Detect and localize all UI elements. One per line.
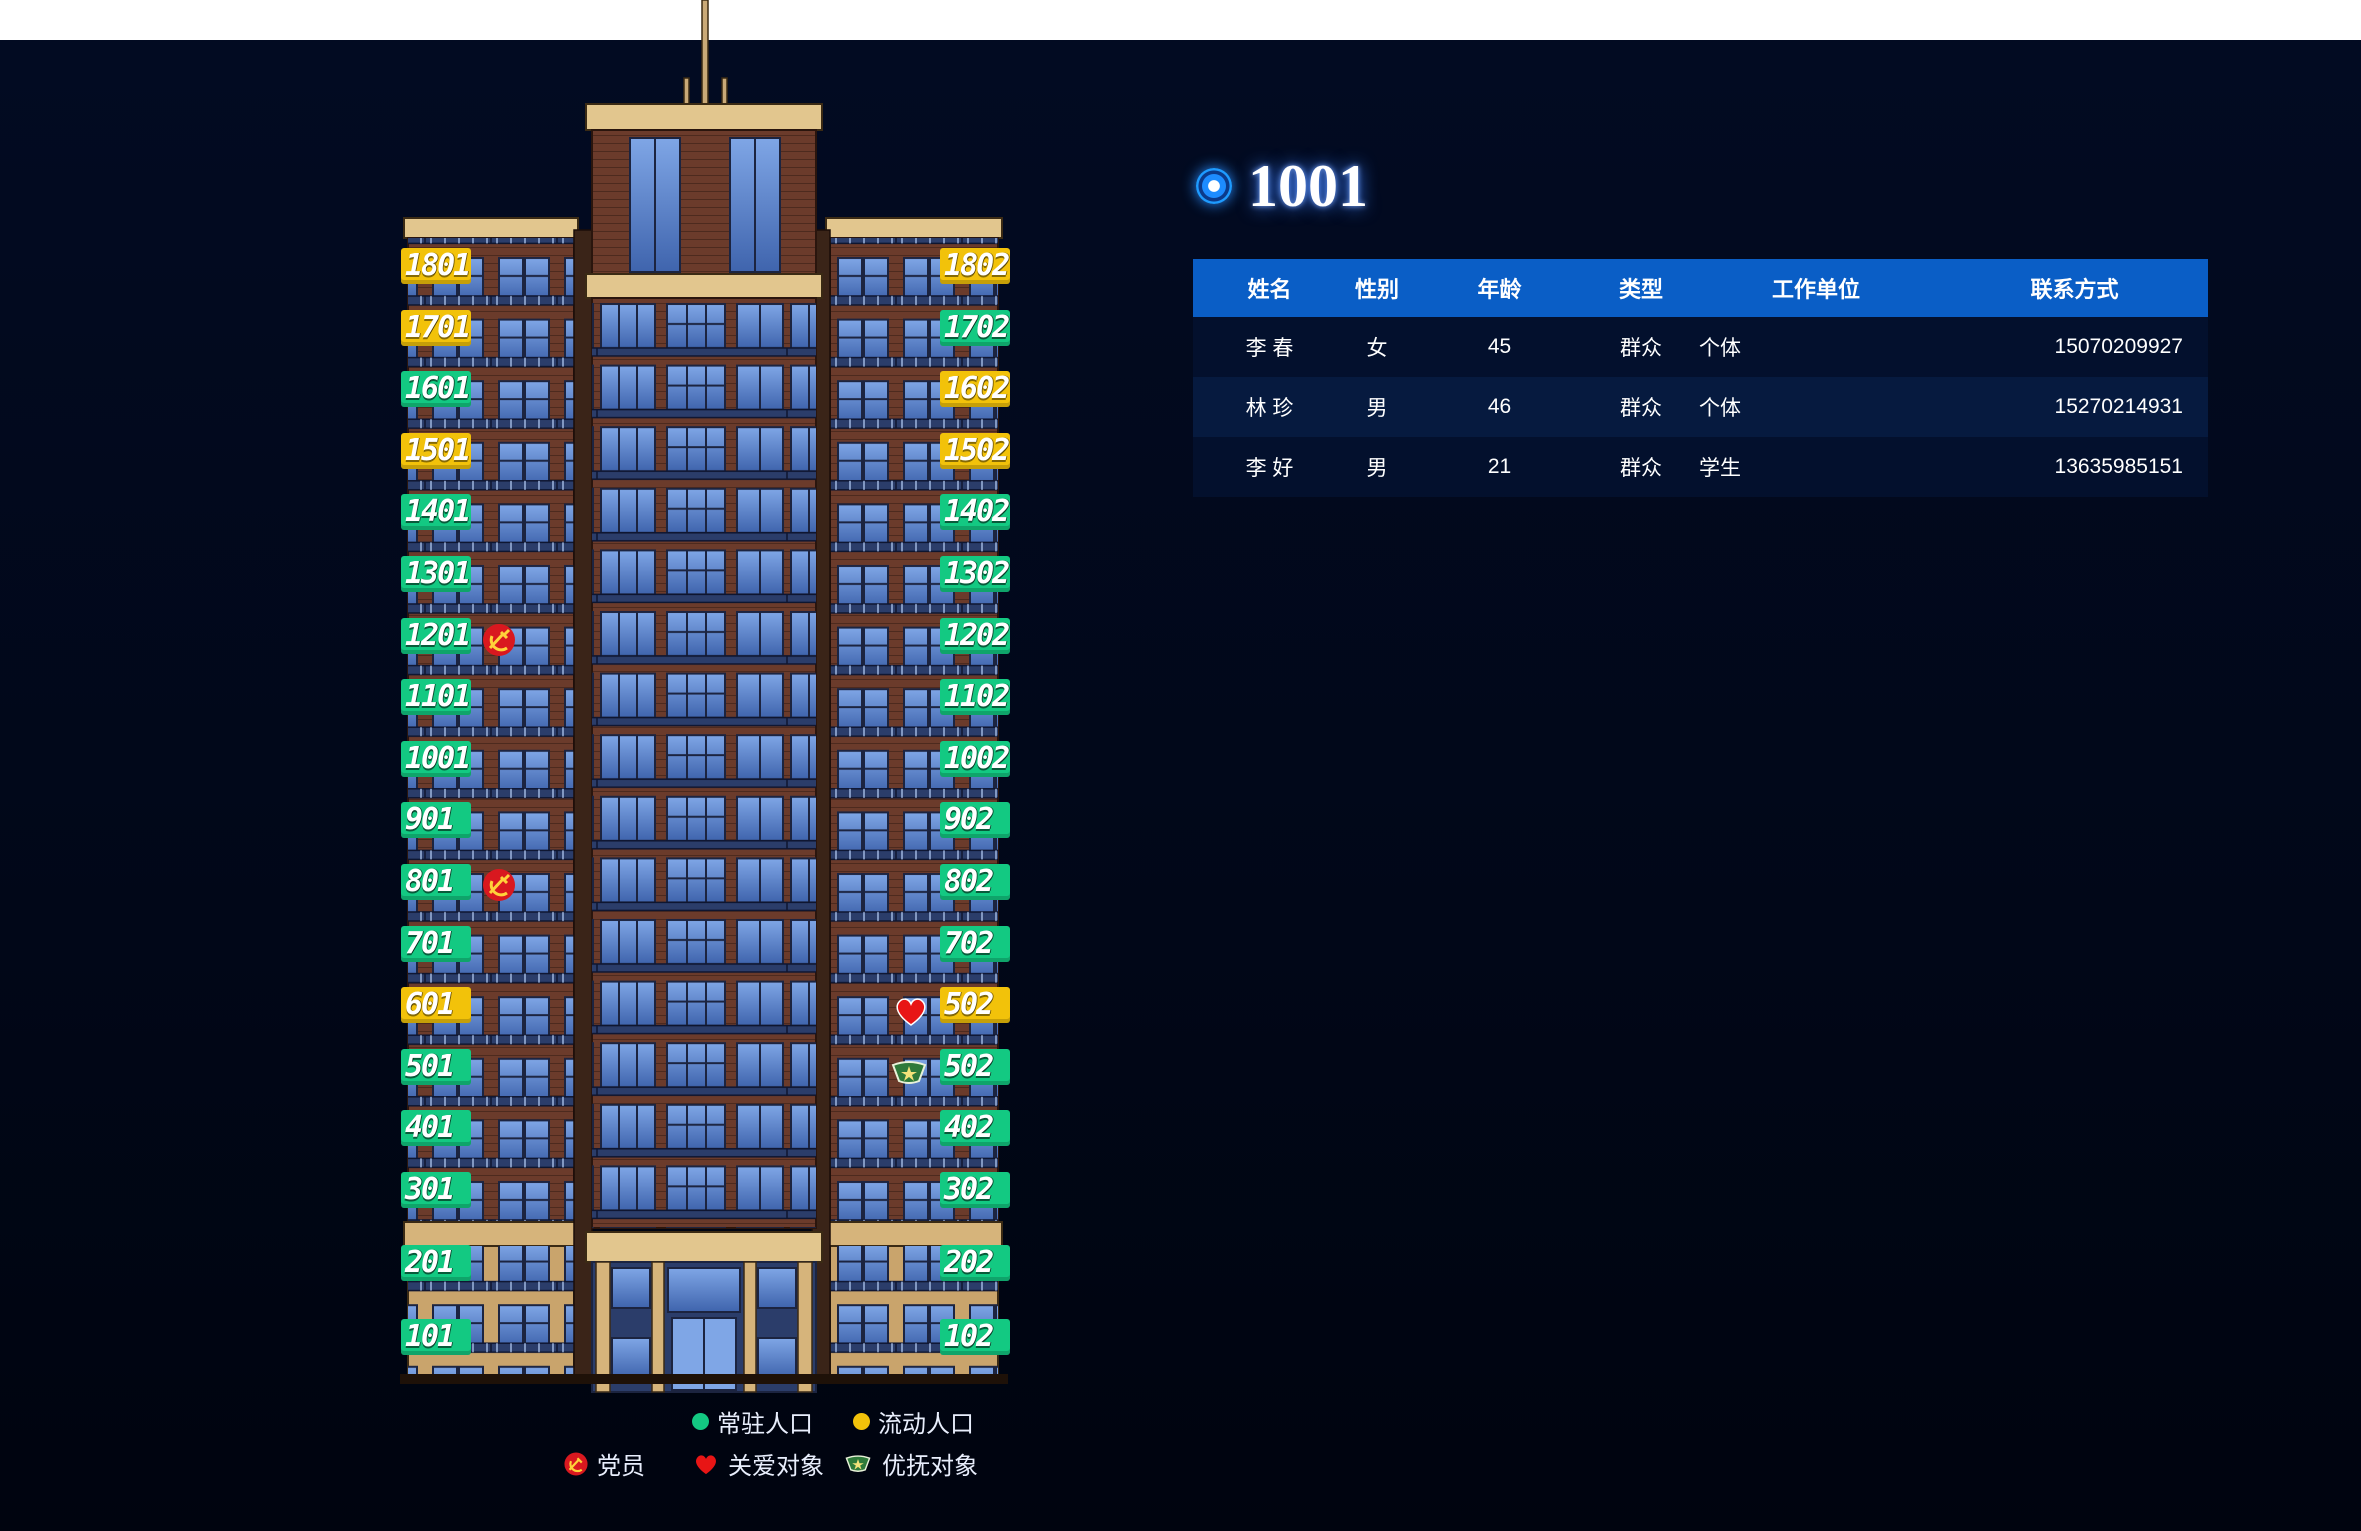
legend-veteran-label: 优抚对象 [882, 1453, 978, 1480]
cell-type: 群众 [1620, 337, 1662, 360]
unit-tag-left[interactable]: 801 [401, 864, 471, 900]
unit-tag-left[interactable]: 1201 [401, 618, 471, 654]
unit-tag-right[interactable]: 302 [940, 1172, 1010, 1208]
table-header-row: 姓名 性别 年龄 类型 工作单位 联系方式 [1193, 259, 2208, 317]
unit-tag-right[interactable]: 902 [940, 802, 1010, 838]
legend-care-label: 关爱对象 [728, 1453, 824, 1480]
cell-phone: 15070209927 [2054, 335, 2183, 358]
cell-name: 林 珍 [1245, 397, 1294, 420]
unit-tag-left[interactable]: 101 [401, 1319, 471, 1355]
unit-tag-right[interactable]: 102 [940, 1319, 1010, 1355]
cell-type: 群众 [1620, 457, 1662, 480]
unit-tag-left[interactable]: 1501 [401, 433, 471, 469]
col-work: 工作单位 [1771, 277, 1860, 302]
dashboard-background [0, 40, 2361, 1531]
unit-tag-right[interactable]: 1302 [940, 556, 1010, 592]
unit-tag-left[interactable]: 901 [401, 802, 471, 838]
legend-care: 关爱对象 [692, 1446, 824, 1481]
selected-room-title: 1001 [1196, 150, 1368, 222]
cell-age: 45 [1487, 335, 1512, 358]
table-row[interactable]: 林 珍 男 46 群众 个体 15270214931 [1193, 377, 2208, 437]
target-ring-icon [1196, 168, 1232, 204]
heart-icon [896, 998, 926, 1026]
unit-tag-left[interactable]: 301 [401, 1172, 471, 1208]
cell-work: 学生 [1699, 457, 1741, 480]
cell-gender: 男 [1366, 457, 1388, 480]
unit-tag-left[interactable]: 1601 [401, 371, 471, 407]
cell-name: 李 好 [1245, 457, 1294, 480]
unit-tag-right[interactable]: 1102 [940, 679, 1010, 715]
unit-tag-left[interactable]: 1401 [401, 494, 471, 530]
unit-tag-right[interactable]: 1002 [940, 741, 1010, 777]
party-emblem-icon [564, 1451, 588, 1476]
unit-tag-left[interactable]: 1001 [401, 741, 471, 777]
unit-tag-left[interactable]: 1801 [401, 248, 471, 284]
col-phone: 联系方式 [2030, 277, 2119, 302]
cell-name: 李 春 [1245, 337, 1294, 360]
table-row[interactable]: 李 好 男 21 群众 学生 13635985151 [1193, 437, 2208, 497]
legend-flowing-label: 流动人口 [878, 1411, 974, 1438]
unit-tag-right[interactable]: 1702 [940, 310, 1010, 346]
unit-tag-right[interactable]: 1402 [940, 494, 1010, 530]
cell-phone: 13635985151 [2054, 455, 2183, 478]
legend-party-label: 党员 [597, 1453, 645, 1480]
resident-table: 姓名 性别 年龄 类型 工作单位 联系方式 李 春 女 45 群众 个体 150… [1193, 259, 2208, 497]
top-white-bar [0, 0, 2361, 40]
unit-tag-right[interactable]: 702 [940, 926, 1010, 962]
unit-tag-left[interactable]: 701 [401, 926, 471, 962]
unit-tag-left[interactable]: 501 [401, 1049, 471, 1085]
cell-work: 个体 [1699, 397, 1741, 420]
cell-age: 46 [1487, 395, 1512, 418]
veteran-badge-icon [891, 1061, 927, 1084]
unit-tag-right[interactable]: 502 [940, 987, 1010, 1023]
heart-icon [696, 1454, 716, 1474]
cell-gender: 女 [1366, 337, 1388, 360]
veteran-badge-icon [845, 1454, 871, 1472]
unit-tag-right[interactable]: 1602 [940, 371, 1010, 407]
cell-type: 群众 [1620, 397, 1662, 420]
legend-resident: 常驻人口 [692, 1404, 813, 1439]
table-row[interactable]: 李 春 女 45 群众 个体 15070209927 [1193, 317, 2208, 377]
col-gender: 性别 [1354, 277, 1399, 302]
legend-resident-label: 常驻人口 [717, 1411, 813, 1438]
resident-dot-icon [692, 1413, 709, 1430]
unit-tag-right[interactable]: 802 [940, 864, 1010, 900]
unit-tag-right[interactable]: 202 [940, 1245, 1010, 1281]
col-type: 类型 [1618, 277, 1663, 302]
unit-tag-right[interactable]: 1802 [940, 248, 1010, 284]
legend-flowing: 流动人口 [853, 1404, 974, 1439]
unit-tag-left[interactable]: 601 [401, 987, 471, 1023]
flowing-dot-icon [853, 1413, 870, 1430]
unit-tag-left[interactable]: 1701 [401, 310, 471, 346]
room-number: 1001 [1248, 152, 1368, 219]
legend-party: 党员 [563, 1446, 645, 1481]
party-emblem-icon [483, 869, 515, 901]
cell-age: 21 [1487, 455, 1512, 478]
legend-veteran: 优抚对象 [842, 1446, 978, 1481]
unit-tag-right[interactable]: 1502 [940, 433, 1010, 469]
unit-tag-left[interactable]: 401 [401, 1110, 471, 1146]
col-name: 姓名 [1247, 277, 1292, 302]
unit-tag-right[interactable]: 1202 [940, 618, 1010, 654]
unit-tag-right[interactable]: 502 [940, 1049, 1010, 1085]
unit-tag-right[interactable]: 402 [940, 1110, 1010, 1146]
unit-tag-left[interactable]: 201 [401, 1245, 471, 1281]
unit-tag-left[interactable]: 1101 [401, 679, 471, 715]
party-emblem-icon [483, 624, 515, 656]
cell-gender: 男 [1366, 397, 1388, 420]
cell-work: 个体 [1699, 337, 1741, 360]
unit-tag-left[interactable]: 1301 [401, 556, 471, 592]
col-age: 年龄 [1477, 277, 1522, 302]
cell-phone: 15270214931 [2054, 395, 2183, 418]
